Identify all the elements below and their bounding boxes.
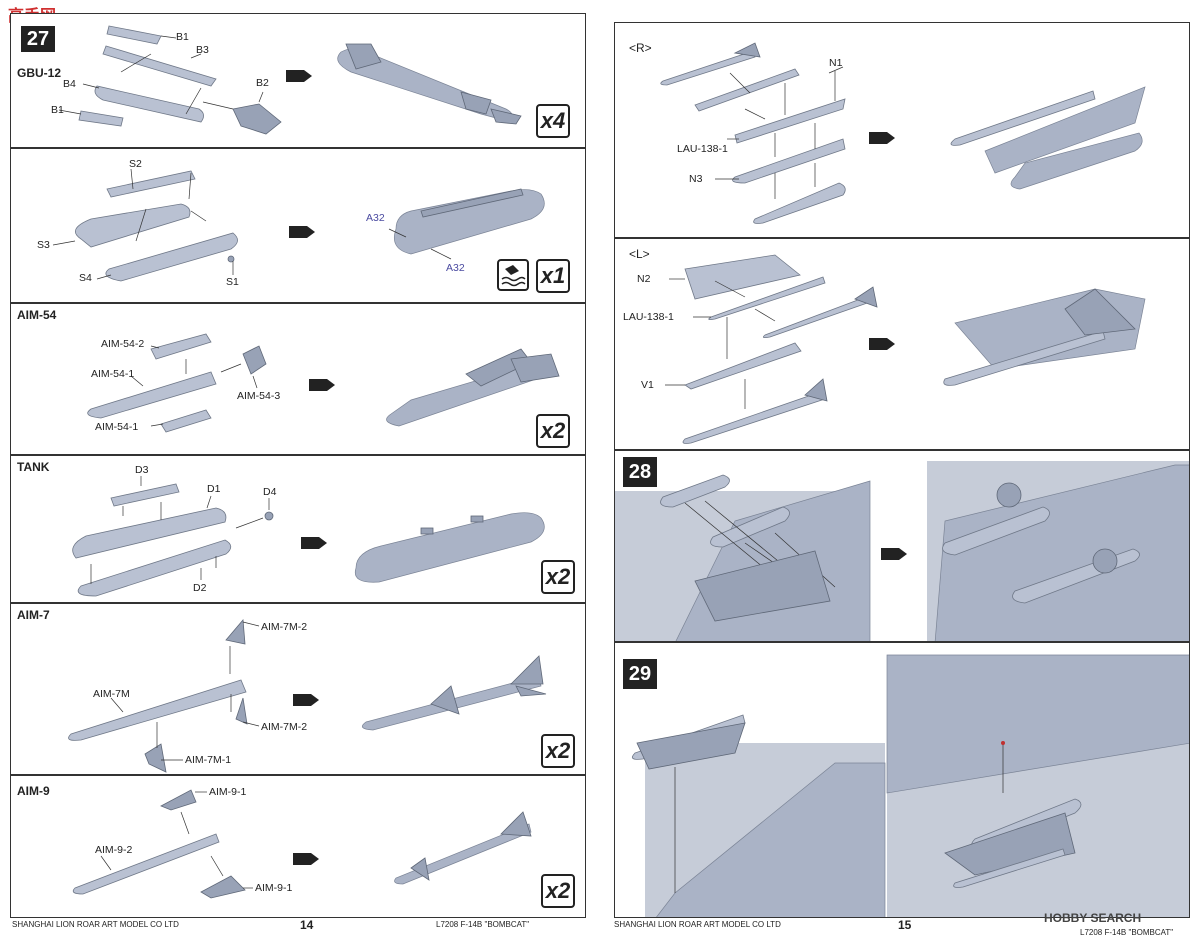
panel-aim-9: AIM-9 AIM-9-1 AIM-9-2 AIM-9-1 x2 bbox=[10, 775, 586, 918]
arrow-right-icon bbox=[293, 694, 319, 706]
footer-company: SHANGHAI LION ROAR ART MODEL CO LTD bbox=[12, 920, 179, 929]
panel-aim-54: AIM-54 AIM-54-2 AIM-54-1 AIM-54-3 AIM-54… bbox=[10, 303, 586, 455]
left-side-drawing bbox=[665, 254, 1146, 444]
arrow-right-icon bbox=[309, 379, 335, 391]
label-aim-7m: AIM-7M bbox=[93, 688, 130, 700]
arrow-right-icon bbox=[301, 537, 327, 549]
kit-code: L7208 F-14B "BOMBCAT" bbox=[1080, 928, 1174, 937]
panel-title: TANK bbox=[17, 460, 50, 474]
panel-title: GBU-12 bbox=[17, 66, 62, 80]
panel-title: <R> bbox=[629, 41, 652, 55]
step-29-drawing bbox=[631, 654, 1189, 917]
panel-title: AIM-7 bbox=[17, 608, 50, 622]
page-number: 14 bbox=[300, 918, 314, 932]
label-s2: S2 bbox=[129, 158, 142, 170]
label-n1: N1 bbox=[829, 57, 843, 69]
quantity-badge: x2 bbox=[536, 414, 570, 448]
label-lau-138-1: LAU-138-1 bbox=[623, 311, 674, 323]
quantity-badge: x2 bbox=[541, 874, 575, 908]
step-number-29: 29 bbox=[623, 659, 657, 689]
step-28-drawing bbox=[615, 461, 1189, 641]
label-aim-7m-2-top: AIM-7M-2 bbox=[261, 621, 308, 633]
label-a32-bottom: A32 bbox=[446, 262, 465, 274]
panel-title: AIM-54 bbox=[17, 308, 57, 322]
page-number: 15 bbox=[898, 918, 912, 932]
quantity-badge: x4 bbox=[536, 104, 570, 138]
kit-code: L7208 F-14B "BOMBCAT" bbox=[436, 920, 530, 929]
panel-step-29: 29 bbox=[614, 642, 1190, 918]
label-aim-54-1-bottom: AIM-54-1 bbox=[95, 421, 139, 433]
label-aim-54-3: AIM-54-3 bbox=[237, 390, 281, 402]
aim-7-drawing bbox=[68, 619, 547, 773]
label-aim-9-1-bottom: AIM-9-1 bbox=[255, 882, 293, 894]
quantity-badge: x1 bbox=[536, 259, 570, 293]
arrow-right-icon bbox=[869, 338, 895, 350]
label-d3: D3 bbox=[135, 464, 149, 476]
panel-step-28: 28 bbox=[614, 450, 1190, 642]
label-d4: D4 bbox=[263, 486, 277, 498]
label-d1: D1 bbox=[207, 483, 221, 495]
label-s4: S4 bbox=[79, 272, 92, 284]
panel-title: AIM-9 bbox=[17, 784, 50, 798]
label-b2: B2 bbox=[256, 77, 269, 89]
panel-aim-7: AIM-7 AIM-7M-2 AIM-7M AIM-7M-2 AIM-7M-1 … bbox=[10, 603, 586, 775]
panel-gbu-12: 27 GBU-12 B1 B3 B4 B1 B2 x4 bbox=[10, 13, 586, 148]
label-n2: N2 bbox=[637, 273, 651, 285]
decal-water-icon bbox=[497, 259, 529, 291]
gbu-12-drawing bbox=[58, 25, 522, 135]
panel-tank: TANK D3 D1 D4 D2 x2 bbox=[10, 455, 586, 603]
label-b3: B3 bbox=[196, 44, 209, 56]
arrow-right-icon bbox=[881, 548, 907, 560]
quantity-badge: x2 bbox=[541, 560, 575, 594]
step-number-28: 28 bbox=[623, 457, 657, 487]
arrow-right-icon bbox=[869, 132, 895, 144]
tank-drawing bbox=[72, 476, 545, 597]
label-aim-9-2: AIM-9-2 bbox=[95, 844, 133, 856]
label-aim-7m-1: AIM-7M-1 bbox=[185, 754, 232, 766]
aim-9-drawing bbox=[72, 789, 532, 899]
label-lau-138-1: LAU-138-1 bbox=[677, 143, 728, 155]
panel-left-side: <L> N2 LAU-138-1 V1 bbox=[614, 238, 1190, 450]
panel-right-side: <R> N1 LAU-138-1 N3 bbox=[614, 22, 1190, 238]
right-side-drawing bbox=[660, 42, 1146, 224]
label-aim-7m-2-bottom: AIM-7M-2 bbox=[261, 721, 308, 733]
label-b1-bottom: B1 bbox=[51, 104, 64, 116]
panel-pod: S2 S3 S4 S1 A32 A32 x1 bbox=[10, 148, 586, 303]
label-v1: V1 bbox=[641, 379, 654, 391]
pod-drawing bbox=[52, 168, 545, 282]
label-d2: D2 bbox=[193, 582, 207, 594]
label-b1-top: B1 bbox=[176, 31, 189, 43]
label-aim-54-1-top: AIM-54-1 bbox=[91, 368, 135, 380]
label-s1: S1 bbox=[226, 276, 239, 288]
right-page: <R> N1 LAU-138-1 N3 bbox=[604, 0, 1200, 939]
watermark-bottom: HOBBY SEARCH bbox=[1044, 911, 1142, 925]
step-number-27: 27 bbox=[21, 26, 55, 52]
arrow-right-icon bbox=[293, 853, 319, 865]
arrow-right-icon bbox=[289, 226, 315, 238]
footer-company: SHANGHAI LION ROAR ART MODEL CO LTD bbox=[614, 920, 781, 929]
left-page: 高手网 27 GBU-12 B1 B3 B4 B1 B2 bbox=[0, 0, 596, 939]
label-s3: S3 bbox=[37, 239, 50, 251]
label-b4: B4 bbox=[63, 78, 76, 90]
label-a32-top: A32 bbox=[366, 212, 385, 224]
quantity-badge: x2 bbox=[541, 734, 575, 768]
label-aim-54-2: AIM-54-2 bbox=[101, 338, 145, 350]
label-aim-9-1-top: AIM-9-1 bbox=[209, 786, 247, 798]
panel-title: <L> bbox=[629, 247, 650, 261]
label-n3: N3 bbox=[689, 173, 703, 185]
aim-54-drawing bbox=[87, 333, 560, 433]
arrow-right-icon bbox=[286, 70, 312, 82]
